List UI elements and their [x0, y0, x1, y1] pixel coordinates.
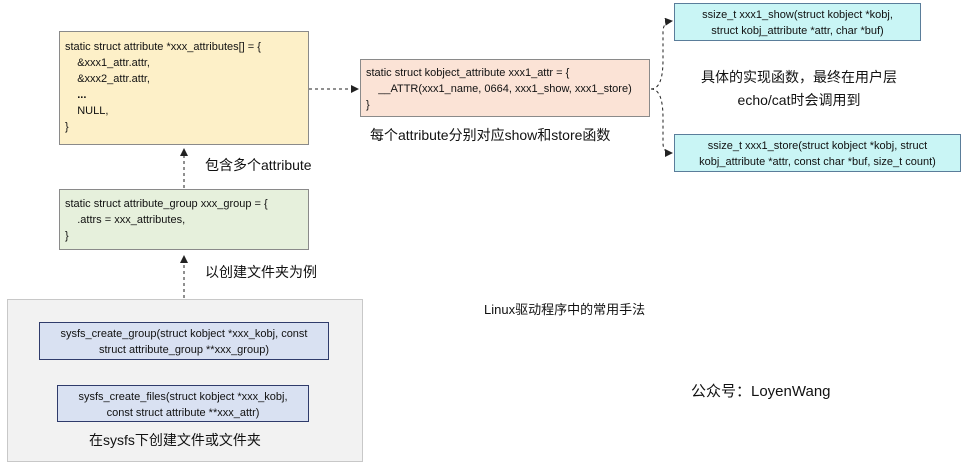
arrow-kobj-attr-to-show: [650, 17, 673, 90]
attributes-line-6: }: [65, 121, 69, 133]
store-line-1: ssize_t xxx1_store(struct kobject *kobj,…: [707, 140, 928, 152]
create-group-line-2: struct attribute_group **xxx_group): [99, 344, 269, 356]
label-create-folder-example: 以创建文件夹为例: [205, 264, 317, 280]
show-line-1: ssize_t xxx1_show(struct kobject *kobj,: [702, 9, 893, 21]
attributes-array-box: static struct attribute *xxx_attributes[…: [59, 31, 309, 145]
store-function-box: ssize_t xxx1_store(struct kobject *kobj,…: [674, 134, 961, 172]
group-line-1: static struct attribute_group xxx_group …: [65, 198, 268, 210]
sysfs-create-files-box: sysfs_create_files(struct kobject *xxx_k…: [57, 385, 309, 422]
store-line-2: kobj_attribute *attr, const char *buf, s…: [699, 156, 936, 168]
group-line-2: .attrs = xxx_attributes,: [65, 214, 186, 226]
kobj-attr-line-3: }: [366, 99, 370, 111]
attributes-line-3: &xxx2_attr.attr,: [65, 73, 150, 85]
label-show-store-mapping: 每个attribute分别对应show和store函数: [370, 127, 611, 143]
kobj-attr-line-2: __ATTR(xxx1_name, 0664, xxx1_show, xxx1_…: [366, 83, 632, 95]
arrow-kobj-attr-to-store: [650, 88, 673, 157]
create-files-line-2: const struct attribute **xxx_attr): [106, 407, 260, 419]
sysfs-create-group-box: sysfs_create_group(struct kobject *xxx_k…: [39, 322, 329, 360]
attributes-line-4: ...: [65, 89, 87, 101]
attributes-line-5: NULL,: [65, 105, 109, 117]
group-line-3: }: [65, 230, 69, 242]
kobj-attr-line-1: static struct kobject_attribute xxx1_att…: [366, 67, 570, 79]
create-files-line-1: sysfs_create_files(struct kobject *xxx_k…: [78, 391, 288, 403]
kobject-attribute-box: static struct kobject_attribute xxx1_att…: [360, 59, 650, 117]
attribute-group-box: static struct attribute_group xxx_group …: [59, 189, 309, 250]
label-contains-multiple: 包含多个attribute: [205, 157, 312, 173]
show-line-2: struct kobj_attribute *attr, char *buf): [711, 25, 884, 37]
label-linux-driver-method: Linux驱动程序中的常用手法: [484, 302, 646, 317]
attributes-line-1: static struct attribute *xxx_attributes[…: [65, 41, 261, 53]
attributes-line-2: &xxx1_attr.attr,: [65, 57, 150, 69]
label-implementation-line2: echo/cat时会调用到: [737, 92, 861, 108]
create-group-line-1: sysfs_create_group(struct kobject *xxx_k…: [60, 328, 308, 340]
show-function-box: ssize_t xxx1_show(struct kobject *kobj, …: [674, 3, 921, 41]
label-sysfs-panel-caption: 在sysfs下创建文件或文件夹: [89, 432, 261, 448]
label-implementation-line1: 具体的实现函数，最终在用户层: [701, 69, 897, 85]
label-official-account: 公众号：LoyenWang: [691, 383, 831, 400]
